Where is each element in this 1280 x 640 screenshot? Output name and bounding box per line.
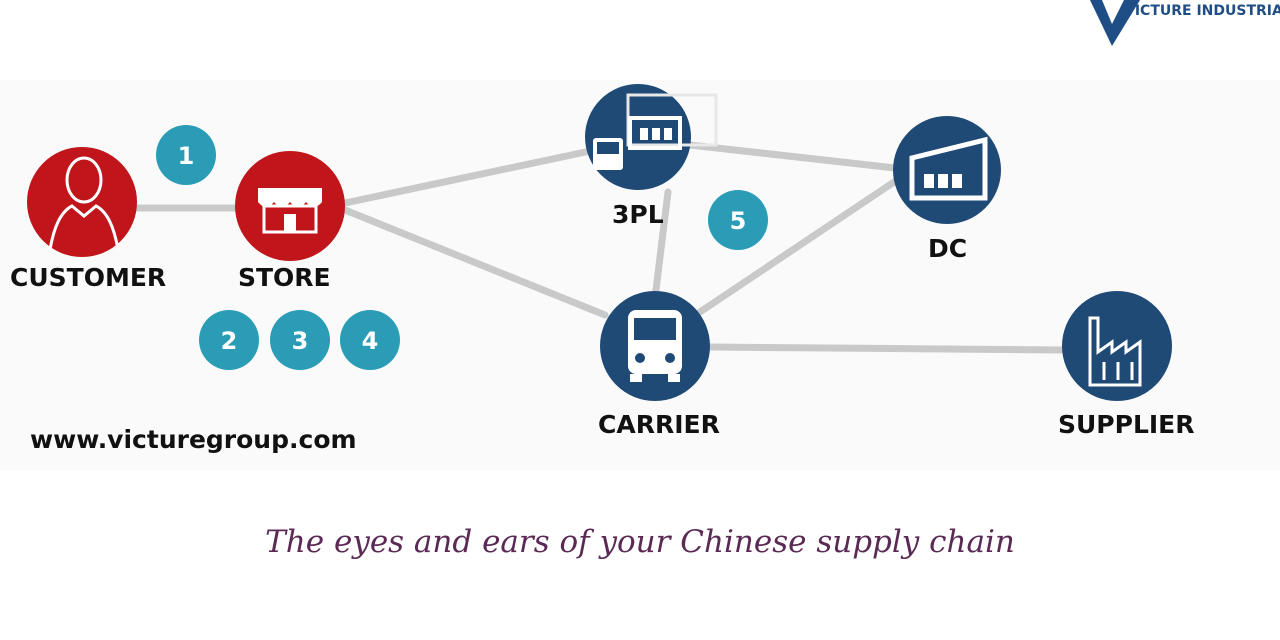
truck-icon [628,310,682,382]
edge-store-carrier [341,206,609,319]
3pl-label: 3PL [612,200,664,229]
factory-icon [1088,316,1142,387]
truck-warehouse-icon [593,116,682,170]
dc-node [893,116,1001,224]
store-node [235,151,345,261]
edge-carrier-dc [696,174,904,316]
badge-5-label: 5 [730,207,747,235]
supplier-label: SUPPLIER [1058,410,1195,439]
badge-3-label: 3 [292,327,309,355]
badge-2-label: 2 [221,327,238,355]
badge-3: 3 [270,310,330,370]
customer-label: CUSTOMER [10,263,167,292]
edge-carrier-supplier [706,343,1069,354]
tagline: The eyes and ears of your Chinese supply… [265,524,1015,560]
edge-3pl-dc [686,141,899,172]
edge-store-3pl [341,146,599,207]
storefront-icon [258,188,322,234]
connectors [131,141,1069,354]
badge-2: 2 [199,310,259,370]
badge-5: 5 [708,190,768,250]
store-label: STORE [238,263,331,292]
3pl-node [585,84,718,190]
badge-4-label: 4 [362,327,379,355]
person-icon [48,156,120,251]
dc-label: DC [928,234,968,263]
carrier-label: CARRIER [598,410,720,439]
customer-node [27,147,137,257]
carrier-node [600,291,710,401]
edge-3pl-carrier [651,188,672,302]
warehouse-icon [909,136,988,201]
badge-4: 4 [340,310,400,370]
badge-1-label: 1 [178,142,195,170]
logo-mark [1090,0,1140,46]
website-link[interactable]: www.victuregroup.com [30,425,357,454]
badge-1: 1 [156,125,216,185]
supplier-node [1062,291,1172,401]
logo-text: VICTURE INDUSTRIA [1124,3,1280,19]
